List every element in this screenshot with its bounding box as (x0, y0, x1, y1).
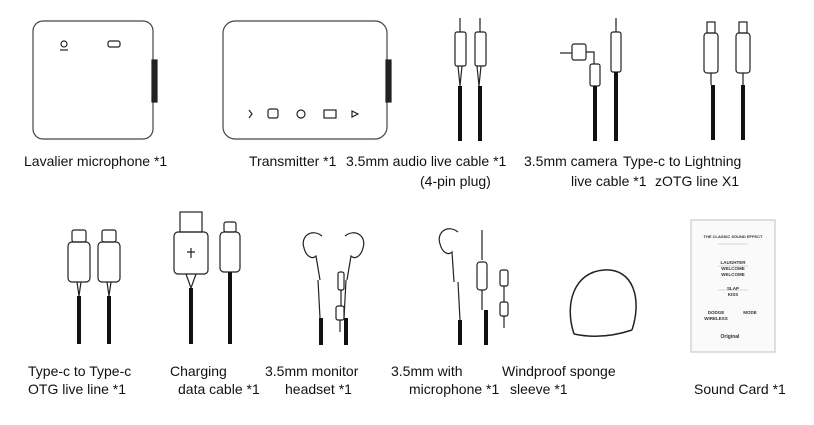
microphone-headset-label-2: microphone *1 (409, 381, 500, 397)
microphone-headset-label: 3.5mm with (391, 363, 463, 379)
lightning-cable-image (703, 21, 751, 140)
sponge-sleeve-label-2: sleeve *1 (510, 381, 568, 397)
monitor-headset-label-2: headset *1 (285, 381, 352, 397)
sound-card-image (690, 219, 776, 353)
microphone-headset-image (438, 228, 509, 345)
sound-card-original: Original (721, 334, 741, 340)
monitor-headset-label: 3.5mm monitor (265, 363, 359, 379)
sound-card-dodge: DODGE (708, 310, 725, 315)
lightning-cable-label: Type-c to Lightning (623, 153, 742, 169)
sound-card-line: SLAP (727, 286, 739, 291)
sound-card-line: LAUGHTER (721, 260, 747, 265)
sound-card-label: Sound Card *1 (694, 381, 786, 397)
camera-cable-image (560, 18, 622, 141)
audio-cable-label: 3.5mm audio live cable *1 (346, 153, 507, 169)
sound-card-line: KISS (728, 292, 739, 297)
charging-cable-image (173, 211, 241, 344)
sound-card-line: WELCOME (721, 272, 745, 277)
lavalier-microphone-label: Lavalier microphone *1 (24, 153, 168, 169)
type-c-cable-label-2: OTG live line *1 (28, 381, 127, 397)
charging-cable-label-2: data cable *1 (178, 381, 260, 397)
audio-cable-image (454, 18, 487, 141)
transmitter-image (222, 20, 392, 140)
camera-cable-label-2: live cable *1 (571, 173, 647, 189)
transmitter-label: Transmitter *1 (249, 153, 337, 169)
sound-card-mode: MODE (743, 310, 757, 315)
monitor-headset-image (302, 232, 365, 345)
lightning-cable-label-2: zOTG line X1 (655, 173, 740, 189)
sound-card-wireless: WIRELESS (704, 316, 728, 321)
charging-cable-label: Charging (170, 363, 227, 379)
sponge-sleeve-label: Windproof sponge (502, 363, 616, 379)
sound-card-line: WELCOME (721, 266, 745, 271)
camera-cable-label: 3.5mm camera (524, 153, 618, 169)
sponge-sleeve-image (569, 269, 637, 337)
sound-card-header: THE CLASSIC SOUND EFFECT (704, 234, 763, 239)
type-c-cable-image (67, 229, 121, 344)
type-c-cable-label: Type-c to Type-c (28, 363, 132, 379)
audio-cable-label-2: (4-pin plug) (420, 173, 491, 189)
lavalier-microphone-image (32, 20, 158, 140)
